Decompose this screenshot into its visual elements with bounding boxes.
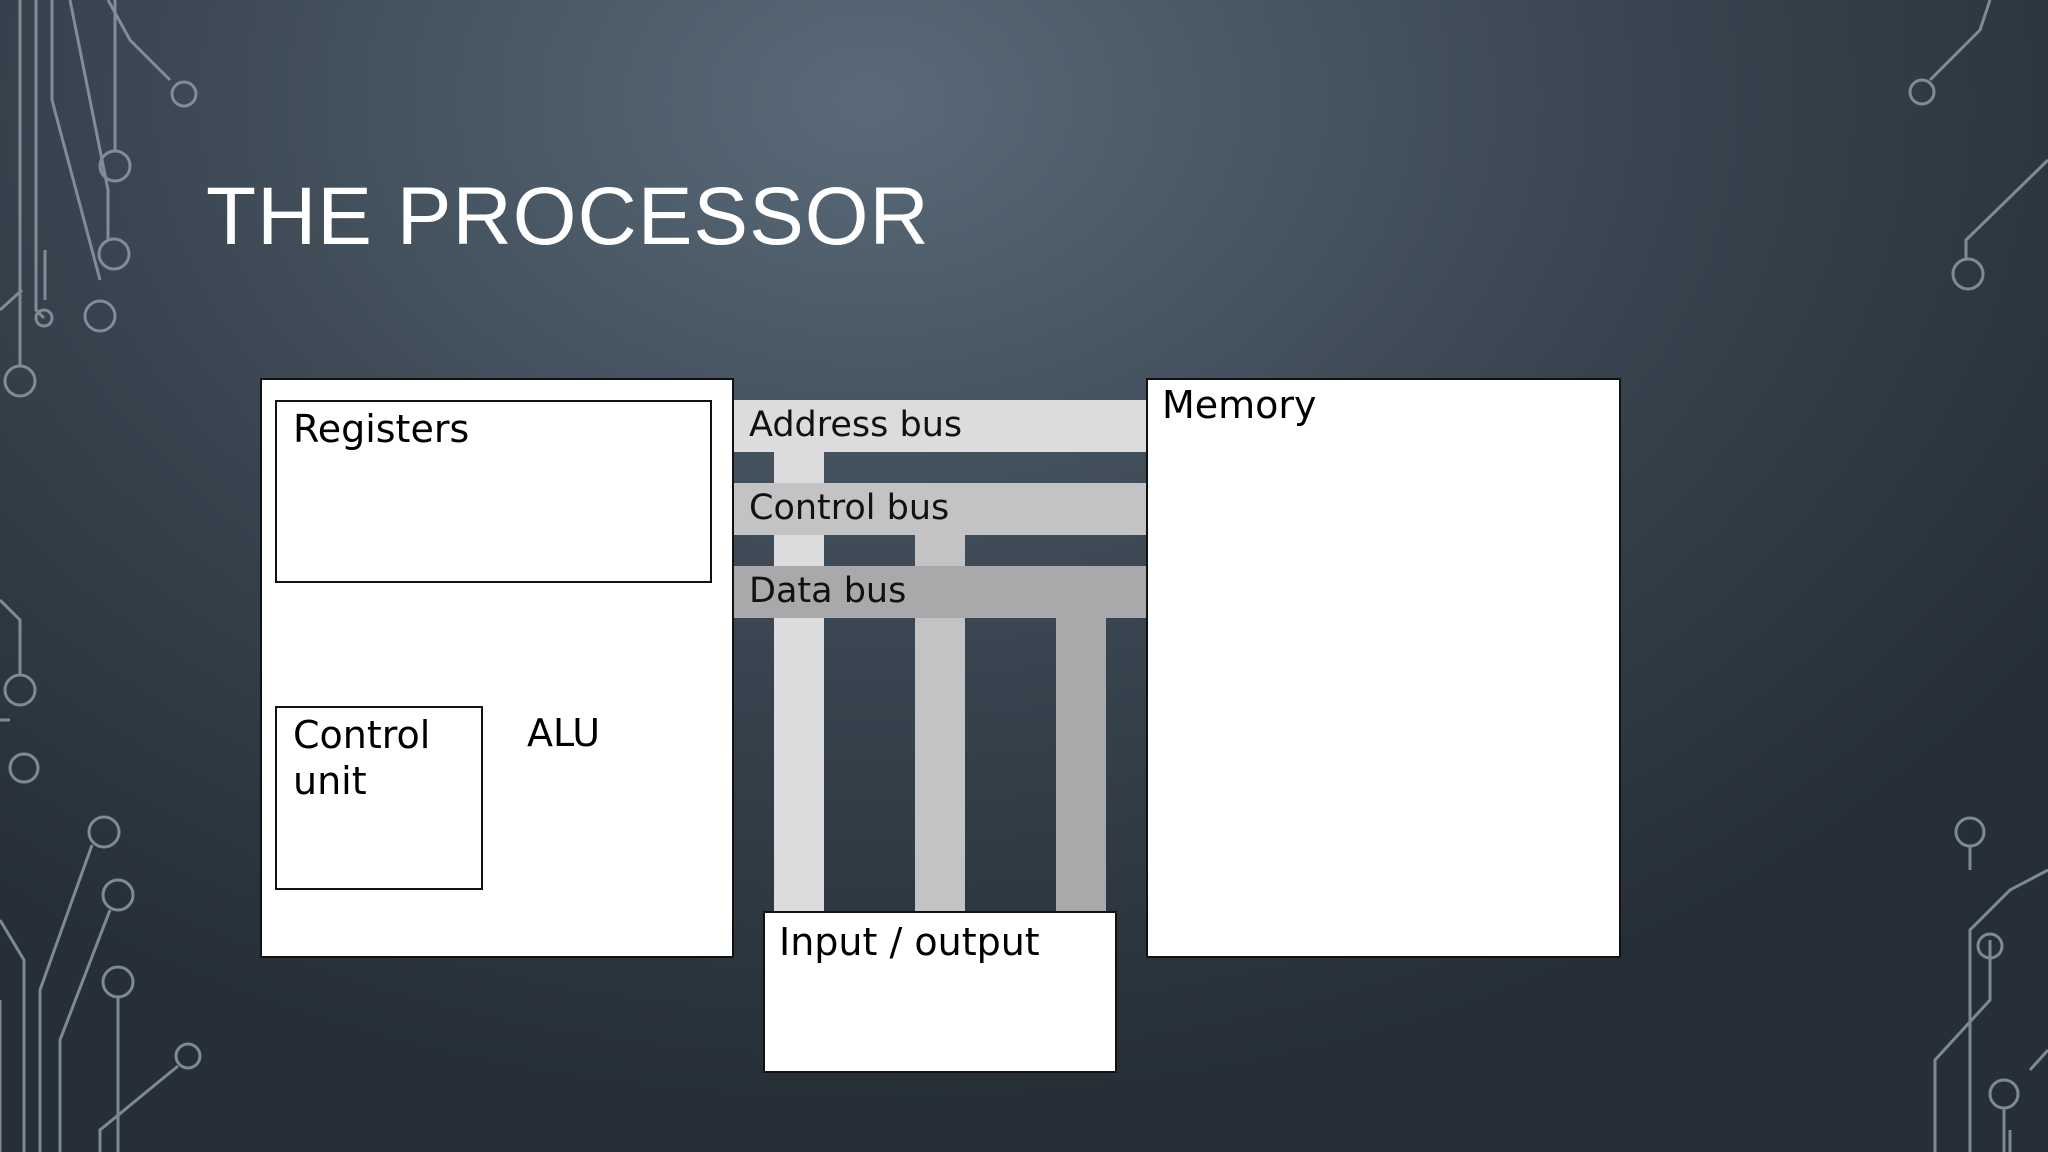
input-output-box: Input / output	[763, 911, 1117, 1073]
data-bus: Data bus	[733, 566, 1147, 618]
memory-box: Memory	[1146, 378, 1621, 958]
control-unit-box: Control unit	[275, 706, 483, 890]
memory-label: Memory	[1162, 383, 1317, 427]
address-bus: Address bus	[733, 400, 1147, 452]
control-bus-label: Control bus	[749, 488, 950, 528]
control-unit-label: Control unit	[293, 713, 431, 803]
data-bus-vertical-line	[1056, 600, 1106, 912]
control-bus: Control bus	[733, 483, 1147, 535]
alu-label: ALU	[527, 711, 601, 755]
registers-label: Registers	[293, 407, 470, 451]
data-bus-label: Data bus	[749, 571, 907, 611]
registers-box: Registers	[275, 400, 712, 583]
address-bus-label: Address bus	[749, 405, 963, 445]
input-output-label: Input / output	[779, 920, 1040, 964]
slide-title: THE PROCESSOR	[206, 171, 930, 262]
